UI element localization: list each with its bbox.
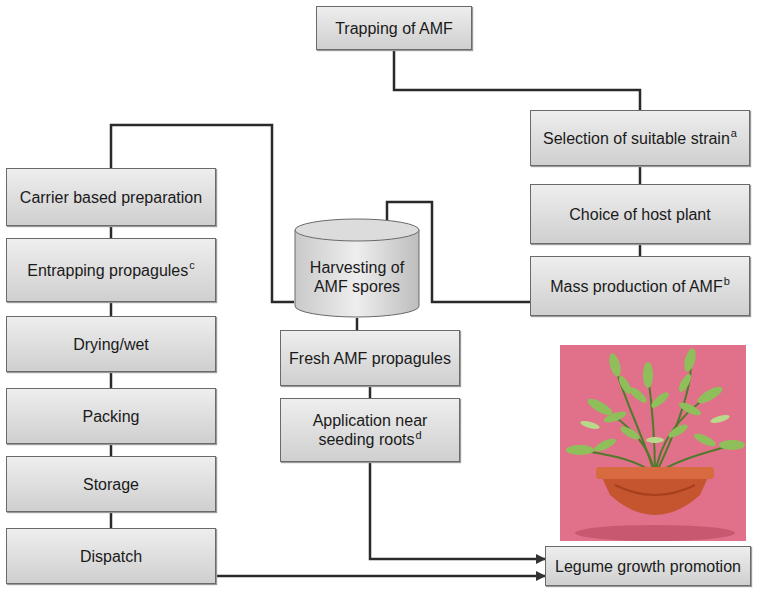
text-holder: Legume growth promotion [547,553,749,580]
text-holder: Mass production of AMFb [542,273,738,300]
text-holder: Dispatch [72,543,150,570]
process-box: Selection of suitable straina [530,110,750,166]
node-label: Trapping of AMF [335,20,453,37]
flow-connector [394,50,640,110]
text-holder: Carrier based preparation [12,184,210,211]
footnote-mark: a [731,127,737,139]
node-label: Choice of host plant [569,206,710,223]
process-box: Fresh AMF propagules [280,330,460,386]
process-box: Legume growth promotion [545,546,751,586]
process-box: Trapping of AMF [316,6,472,50]
node-label: Carrier based preparation [20,189,202,206]
flow-connector [110,302,113,316]
text-holder: Drying/wet [65,331,157,358]
flow-connector [639,166,642,184]
flow-connector [110,372,113,388]
text-holder: Trapping of AMF [327,15,461,42]
node-label: Storage [83,476,139,493]
node-label: Packing [83,408,140,425]
flow-connector [110,444,113,456]
node-label: Selection of suitable strain [543,130,730,147]
text-holder: Harvesting of AMF spores [294,254,420,300]
node-label: Fresh AMF propagules [289,350,451,367]
text-holder: Selection of suitable straina [535,125,745,152]
text-holder: Entrapping propagulesc [19,257,203,284]
footnote-mark: d [415,429,421,441]
flow-connector [216,575,545,578]
process-box: Drying/wet [6,316,216,372]
node-label: Application near seeding roots [313,412,428,448]
node-label: Harvesting of AMF spores [310,259,404,295]
footnote-mark: c [189,259,195,271]
process-box: Choice of host plant [530,184,750,244]
node-label: Entrapping propagules [27,262,188,279]
process-box: Application near seeding rootsd [280,398,460,462]
process-box: Carrier based preparation [6,168,216,226]
flow-connector [110,226,113,238]
text-holder: Storage [75,471,147,498]
storage-cylinder: Harvesting of AMF spores [294,218,420,318]
process-box: Entrapping propagulesc [6,238,216,302]
flow-connector [369,386,372,398]
process-box: Dispatch [6,528,216,584]
node-label: Dispatch [80,548,142,565]
text-holder: Fresh AMF propagules [281,345,459,372]
process-box: Storage [6,456,216,512]
flow-connector [639,244,642,256]
legume-plant-photo [560,345,746,541]
node-label: Mass production of AMF [550,278,723,295]
text-holder: Choice of host plant [561,201,718,228]
flow-connector [110,512,113,528]
flow-connector [356,318,359,330]
text-holder: Application near seeding rootsd [281,407,459,453]
text-holder: Packing [75,403,148,430]
process-box: Mass production of AMFb [530,256,750,316]
node-label: Drying/wet [73,336,149,353]
node-label: Legume growth promotion [555,558,741,575]
footnote-mark: b [724,275,730,287]
flow-connector [370,462,545,559]
process-box: Packing [6,388,216,444]
